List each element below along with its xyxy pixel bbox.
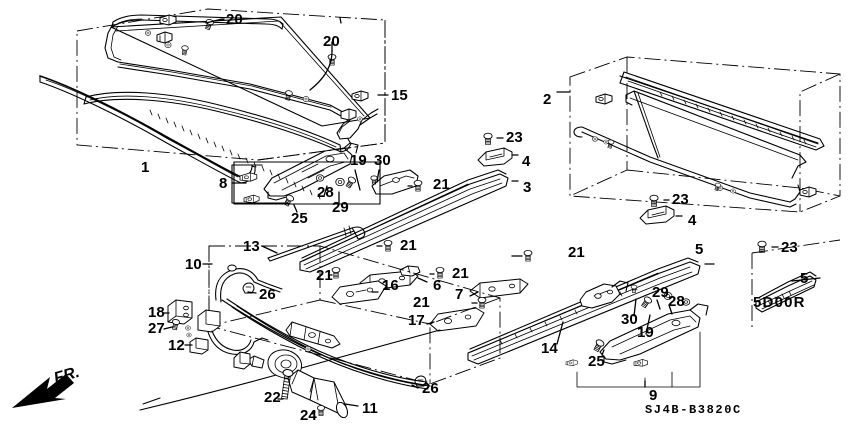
callout-22: 22	[264, 389, 281, 406]
callout-2: 2	[543, 91, 552, 108]
callout-25-b: 25	[588, 353, 605, 370]
callout-3: 3	[523, 179, 532, 196]
callout-10: 10	[185, 256, 202, 273]
callout-23-b: 23	[672, 191, 689, 208]
callout-30-b: 30	[621, 311, 638, 328]
callout-29-b: 29	[652, 284, 669, 301]
callout-19-b: 19	[637, 324, 654, 341]
callout-27: 27	[148, 320, 165, 337]
callout-9: 9	[649, 387, 658, 404]
callout-4-a: 4	[522, 153, 531, 170]
callout-12: 12	[168, 337, 185, 354]
callout-20-b: 20	[323, 33, 340, 50]
callout-8: 8	[219, 175, 228, 192]
callout-6: 6	[433, 277, 442, 294]
callout-18: 18	[148, 304, 165, 321]
callout-7: 7	[455, 286, 464, 303]
callout-23-c: 23	[781, 239, 798, 256]
callout-21-b: 21	[400, 237, 417, 254]
callout-21-d: 21	[413, 294, 430, 311]
callout-11: 11	[362, 400, 378, 417]
callout-14: 14	[541, 340, 558, 357]
callout-30-a: 30	[374, 152, 391, 169]
callout-21-f: 21	[568, 244, 585, 261]
callout-16: 16	[382, 277, 399, 294]
callout-24: 24	[300, 407, 317, 424]
callout-21-a: 21	[433, 176, 450, 193]
callout-15: 15	[391, 87, 408, 104]
callout-5-b: 5	[800, 270, 809, 287]
callout-5-a: 5	[695, 241, 704, 258]
callout-26-a: 26	[259, 286, 276, 303]
callout-28-b: 28	[668, 293, 685, 310]
variant-code-label: 5D00R	[753, 294, 806, 311]
callout-20-a: 20	[226, 11, 243, 28]
callout-21-e: 21	[452, 265, 469, 282]
callout-29-a: 29	[332, 199, 349, 216]
callout-4-b: 4	[688, 212, 697, 229]
callout-26-b: 26	[422, 380, 439, 397]
callout-1: 1	[141, 159, 150, 176]
callout-19-a: 19	[350, 152, 367, 169]
callout-23-a: 23	[506, 129, 523, 146]
callout-17: 17	[408, 312, 425, 329]
callout-25-a: 25	[291, 210, 308, 227]
callout-28-a: 28	[317, 184, 334, 201]
part-code-label: SJ4B-B3820C	[645, 403, 742, 417]
callout-13: 13	[243, 238, 260, 255]
callout-21-c: 21	[316, 267, 333, 284]
